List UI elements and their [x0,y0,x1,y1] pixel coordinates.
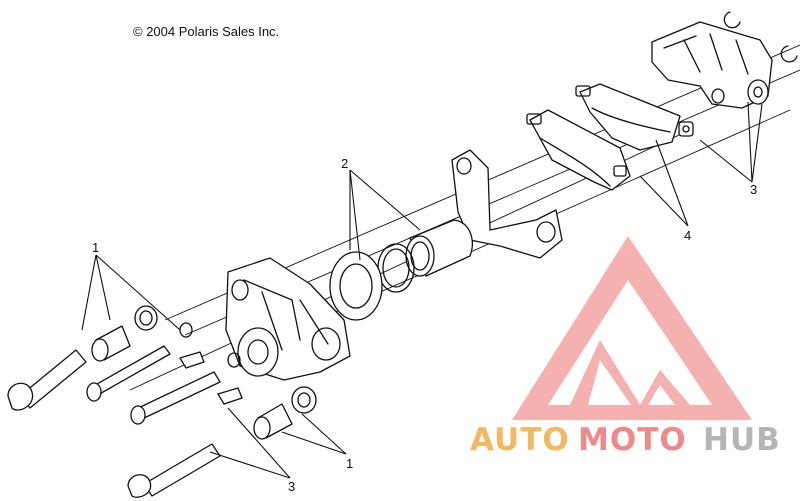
bushing-upper [91,325,131,362]
caliper-piston [405,219,473,277]
washer-upper [134,305,158,331]
watermark-logo [512,236,752,420]
watermark-text: AUTO MOTO HUB [470,422,781,458]
callout-1-top: 1 [92,240,99,255]
copyright-text: © 2004 Polaris Sales Inc. [133,24,279,39]
watermark-m-stroke [570,340,690,418]
callout-4: 4 [684,228,691,243]
bushing-lower [253,403,293,440]
bleeder-valves [179,351,243,405]
mounting-bracket [651,21,773,109]
washer-lower [291,386,317,414]
callout-3-right: 3 [750,182,757,197]
callout-2: 2 [341,156,348,171]
piston-seals [329,243,415,321]
brake-pad-inner [526,109,631,191]
retaining-clips [723,11,798,63]
bolt-middle-1 [86,345,171,402]
caliper-body [225,257,351,381]
callout-3-bottom: 3 [288,479,295,494]
bolt-upper [7,349,87,411]
bolt-middle-2 [130,371,221,425]
callout-1-bottom: 1 [346,456,353,471]
watermark-auto: AUTO [470,422,570,458]
brake-pad-outer [575,83,681,151]
watermark-moto: MOTO [578,422,687,458]
watermark-hub: HUB [703,422,781,458]
pad-pins [678,121,694,137]
bolt-lower [127,443,221,498]
leader-lines [81,101,763,479]
